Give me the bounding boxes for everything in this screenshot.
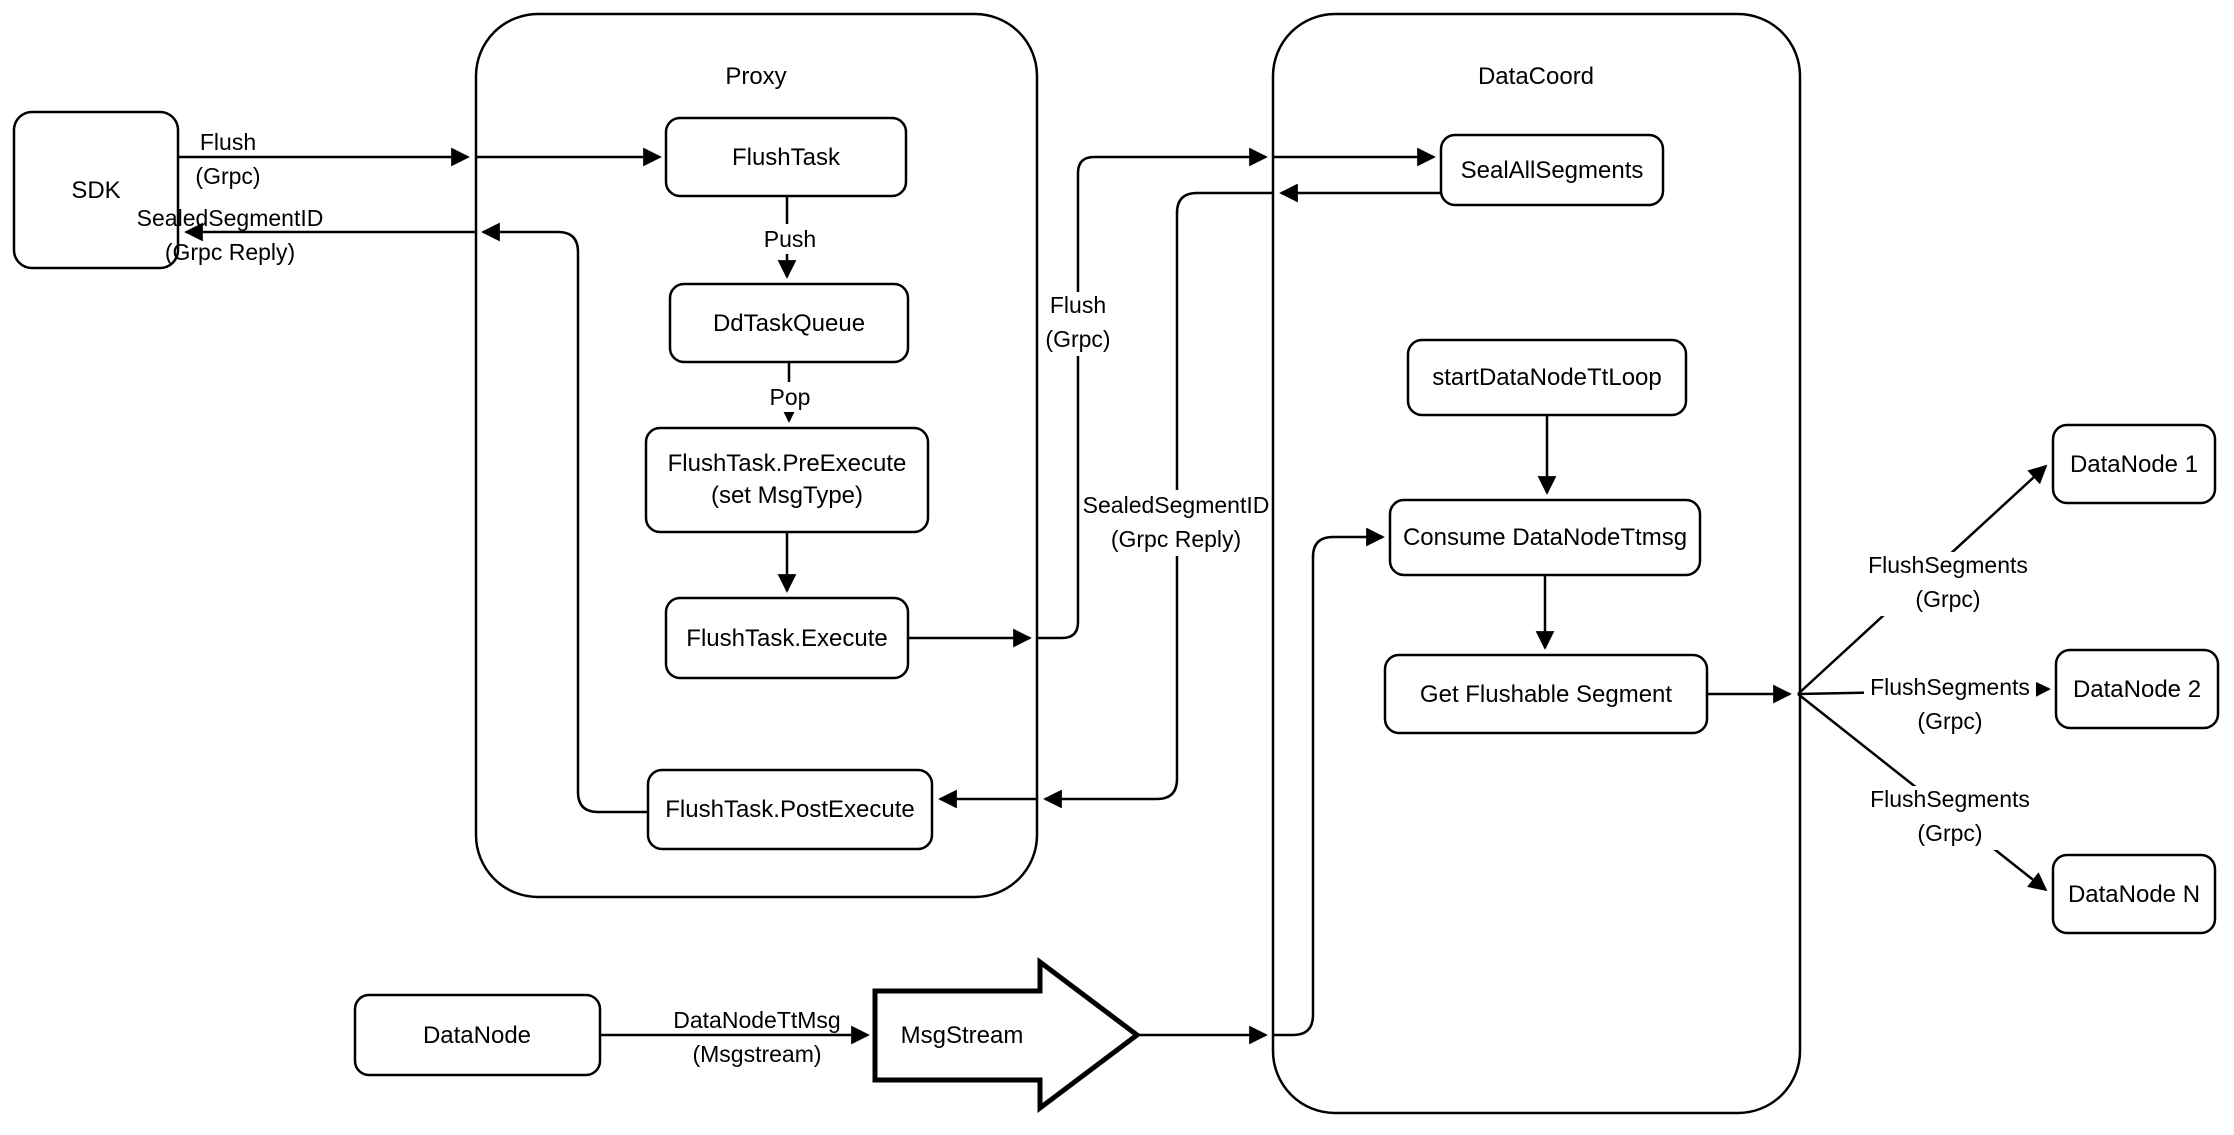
seal-all-segments-label: SealAllSegments <box>1461 157 1644 184</box>
edge-datacoord-boundary-to-consume <box>1273 527 1385 1037</box>
node-start-data-node-tt-loop: startDataNodeTtLoop <box>1406 338 1688 417</box>
container-proxy: Proxy <box>474 12 1039 899</box>
node-get-flushable-segment: Get Flushable Segment <box>1383 653 1709 735</box>
flush-sdk-line1: Flush <box>200 129 256 155</box>
container-datacoord: DataCoord <box>1271 12 1802 1115</box>
data-node-tt-msg-line2: (Msgstream) <box>692 1041 821 1067</box>
node-flush-task: FlushTask <box>664 116 908 198</box>
push-label: Push <box>764 226 816 252</box>
flush-segments-1-line1: FlushSegments <box>1868 552 2028 578</box>
edge-label-pop: Pop <box>757 382 823 412</box>
sdk-box <box>12 110 180 270</box>
data-node-1-label: DataNode 1 <box>2070 451 2198 478</box>
pop-label: Pop <box>770 384 811 410</box>
dd-task-queue-box <box>668 282 910 364</box>
sealed-mid-line1: SealedSegmentID <box>1083 492 1270 518</box>
flush-segments-3-bg <box>1864 786 2036 850</box>
data-node-2-label: DataNode 2 <box>2073 676 2201 703</box>
node-flush-task-pre-execute: FlushTask.PreExecute (set MsgType) <box>644 426 930 534</box>
node-msg-stream: MsgStream <box>872 956 1142 1114</box>
flush-mid-line2: (Grpc) <box>1045 326 1110 352</box>
edge-label-data-node-tt-msg: DataNodeTtMsg (Msgstream) <box>673 1007 840 1067</box>
sealed-mid-label-bg <box>1086 490 1266 556</box>
consume-data-node-ttmsg-box <box>1388 498 1702 577</box>
sealed-mid-line2: (Grpc Reply) <box>1111 526 1241 552</box>
edge-label-sealed-segment-id-to-proxy: SealedSegmentID (Grpc Reply) <box>1083 490 1270 556</box>
flush-segments-2-line2: (Grpc) <box>1917 708 1982 734</box>
data-node-n-label: DataNode N <box>2068 881 2200 908</box>
flush-segments-2-bg <box>1864 674 2036 738</box>
flush-segments-1-line2: (Grpc) <box>1915 586 1980 612</box>
datacoord-title: DataCoord <box>1478 63 1594 90</box>
sealed-sdk-line1: SealedSegmentID <box>137 205 324 231</box>
edge-label-flush-segments-3: FlushSegments (Grpc) <box>1864 786 2036 850</box>
start-data-node-tt-loop-label: startDataNodeTtLoop <box>1432 364 1661 391</box>
flush-task-post-execute-box <box>646 768 934 851</box>
flush-task-label: FlushTask <box>732 144 841 171</box>
flush-segments-3-line2: (Grpc) <box>1917 820 1982 846</box>
node-data-node-1: DataNode 1 <box>2051 423 2217 505</box>
seal-all-segments-box <box>1439 133 1665 207</box>
edges <box>178 147 2051 1045</box>
flush-task-post-execute-label: FlushTask.PostExecute <box>665 796 914 823</box>
push-label-bg <box>755 224 825 254</box>
msg-stream-arrow-shape <box>872 956 1142 1114</box>
node-dd-task-queue: DdTaskQueue <box>668 282 910 364</box>
datacoord-boundary <box>1271 12 1802 1115</box>
node-flush-task-post-execute: FlushTask.PostExecute <box>646 768 934 851</box>
flush-task-box <box>664 116 908 198</box>
flush-segments-2-line1: FlushSegments <box>1870 674 2030 700</box>
data-node-tt-msg-line1: DataNodeTtMsg <box>673 1007 840 1033</box>
proxy-title: Proxy <box>725 63 786 90</box>
get-flushable-segment-label: Get Flushable Segment <box>1420 681 1672 708</box>
flush-task-execute-box <box>664 596 910 680</box>
data-node-1-box <box>2051 423 2217 505</box>
node-flush-task-execute: FlushTask.Execute <box>664 596 910 680</box>
edge-label-flush-proxy-datacoord: Flush (Grpc) <box>1040 292 1118 356</box>
sdk-label: SDK <box>71 177 120 204</box>
flush-segments-1-bg <box>1862 552 2034 616</box>
edge-proxy-to-datacoord-boundary <box>1037 147 1268 640</box>
pop-label-bg <box>757 382 823 412</box>
data-node-label: DataNode <box>423 1022 531 1049</box>
edge-label-flush-segments-1: FlushSegments (Grpc) <box>1862 552 2034 616</box>
data-node-2-box <box>2054 648 2220 730</box>
flush-task-pre-execute-sublabel: (set MsgType) <box>711 482 863 509</box>
nodes: SDK FlushTask DdTaskQueue FlushTask.PreE… <box>12 110 2220 1114</box>
node-sdk: SDK <box>12 110 180 270</box>
flush-task-execute-label: FlushTask.Execute <box>686 625 887 652</box>
edge-labels: Flush (Grpc) SealedSegmentID (Grpc Reply… <box>137 129 2036 1067</box>
flush-sdk-line2: (Grpc) <box>195 163 260 189</box>
edge-postexecute-to-proxy-boundary <box>481 222 648 814</box>
flush-segments-3-line1: FlushSegments <box>1870 786 2030 812</box>
node-data-node-n: DataNode N <box>2051 853 2217 935</box>
data-node-box <box>353 993 602 1077</box>
consume-data-node-ttmsg-label: Consume DataNodeTtmsg <box>1403 524 1687 551</box>
proxy-boundary <box>474 12 1039 899</box>
node-data-node-2: DataNode 2 <box>2054 648 2220 730</box>
flush-mid-label-bg <box>1040 292 1118 356</box>
flush-task-pre-execute-box <box>644 426 930 534</box>
node-consume-data-node-ttmsg: Consume DataNodeTtmsg <box>1388 498 1702 577</box>
flush-mid-line1: Flush <box>1050 292 1106 318</box>
node-seal-all-segments: SealAllSegments <box>1439 133 1665 207</box>
dd-task-queue-label: DdTaskQueue <box>713 310 865 337</box>
data-node-n-box <box>2051 853 2217 935</box>
edge-label-push: Push <box>755 224 825 254</box>
sealed-sdk-line2: (Grpc Reply) <box>165 239 295 265</box>
get-flushable-segment-box <box>1383 653 1709 735</box>
edge-label-sealed-segment-id-to-sdk: SealedSegmentID (Grpc Reply) <box>137 205 324 265</box>
start-data-node-tt-loop-box <box>1406 338 1688 417</box>
edge-label-flush-segments-2: FlushSegments (Grpc) <box>1864 674 2036 738</box>
edge-label-flush-sdk-proxy: Flush (Grpc) <box>195 129 260 189</box>
flush-task-pre-execute-label: FlushTask.PreExecute <box>668 450 907 477</box>
msg-stream-label: MsgStream <box>901 1022 1024 1049</box>
node-data-node: DataNode <box>353 993 602 1077</box>
